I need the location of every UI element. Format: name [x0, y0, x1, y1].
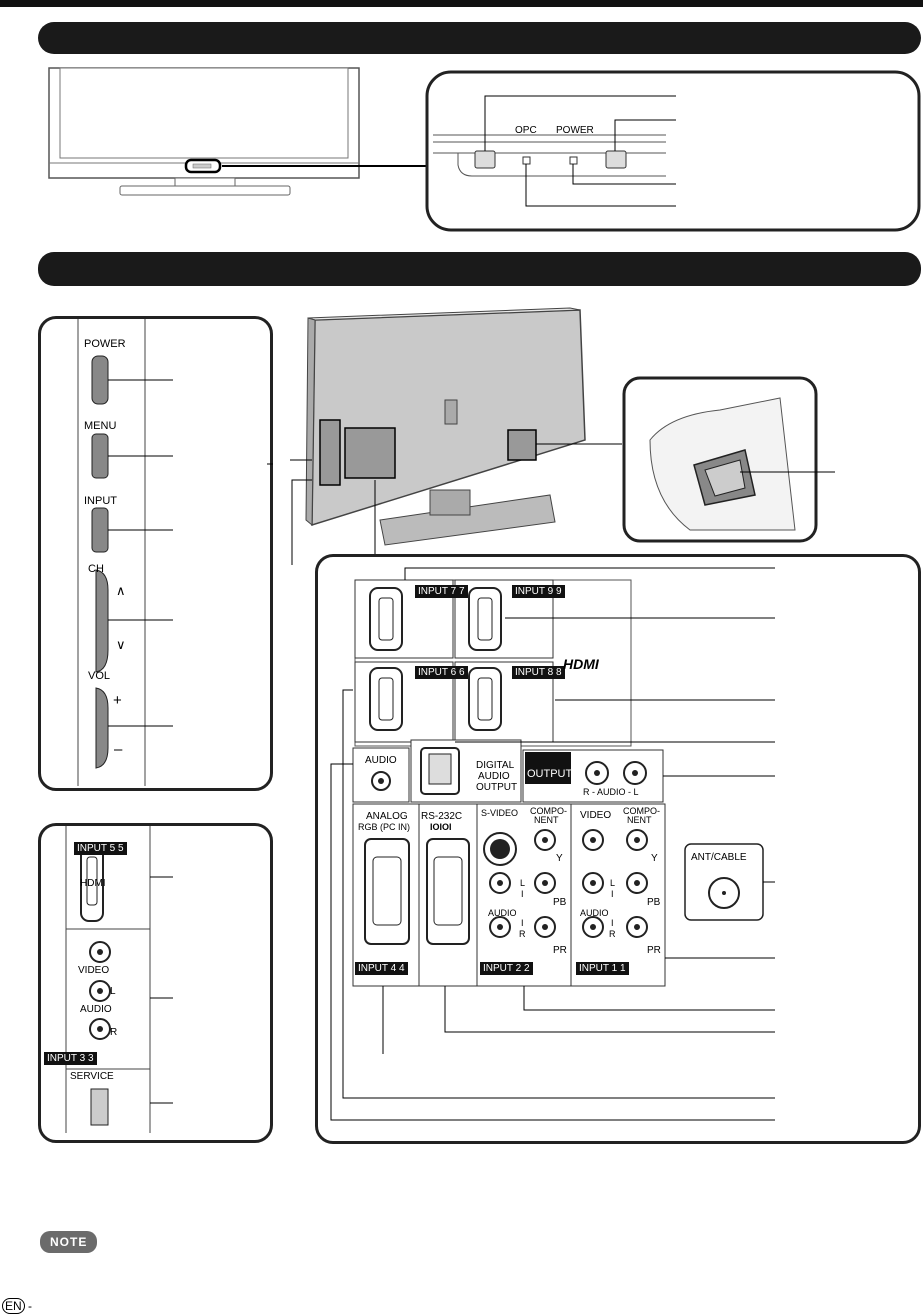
- ch-up-symbol: ∧: [116, 583, 126, 598]
- video-label-input1: VIDEO: [580, 810, 612, 821]
- analog-rgb-label-1: ANALOG: [366, 811, 408, 822]
- side-ch-label: CH: [88, 563, 104, 575]
- input2-audio-label: AUDIO: [488, 908, 517, 918]
- input1-r-label: R: [609, 929, 616, 939]
- front-view-diagram: [48, 67, 921, 232]
- side-terminals-drawing: [65, 826, 173, 1133]
- pb-label-a: PB: [553, 897, 567, 908]
- input1-l-label: L: [610, 878, 616, 888]
- note-badge: NOTE: [40, 1231, 98, 1253]
- side-power-button-label: POWER: [84, 338, 126, 350]
- component-label-a-2: NENT: [534, 815, 559, 825]
- power-indicator-label: POWER: [556, 125, 594, 136]
- side-hdmi-label: HDMI: [80, 878, 106, 889]
- rs232c-symbol: IOIOI: [430, 822, 452, 832]
- ant-cable-label: ANT/CABLE: [691, 852, 747, 863]
- language-mark: EN -: [2, 1298, 32, 1314]
- side-input-button-label: INPUT: [84, 495, 117, 507]
- input8-badge: INPUT 8 8: [512, 666, 565, 679]
- input9-badge: INPUT 9 9: [512, 585, 565, 598]
- input3-badge: INPUT 3 3: [44, 1052, 97, 1065]
- input2-badge: INPUT 2 2: [480, 962, 533, 975]
- side-buttons-panel: [38, 316, 273, 791]
- input1-audio-label: AUDIO: [580, 908, 609, 918]
- side-video-label: VIDEO: [78, 965, 110, 976]
- analog-rgb-label-2: RGB (PC IN): [358, 822, 411, 832]
- r-audio-l-label: R - AUDIO - L: [583, 787, 639, 797]
- digital-audio-output-label-2: AUDIO: [478, 771, 510, 782]
- ch-down-symbol: ∨: [116, 637, 126, 652]
- side-r-label: R: [110, 1027, 118, 1038]
- rear-audio-label: AUDIO: [365, 755, 397, 766]
- service-label: SERVICE: [70, 1071, 114, 1082]
- component-label-a-1: COMPO-: [530, 806, 567, 816]
- component-label-b-2: NENT: [627, 815, 652, 825]
- opc-label: OPC: [515, 125, 537, 136]
- pr-label-b: PR: [647, 945, 661, 956]
- pb-label-b: PB: [647, 897, 661, 908]
- input2-i-label-1: I: [521, 889, 524, 899]
- output-label: OUTPUT: [527, 768, 573, 780]
- vol-plus-symbol: +: [113, 692, 122, 709]
- input5-badge: INPUT 5 5: [74, 842, 127, 855]
- input2-r-label: R: [519, 929, 526, 939]
- section-bar-rear: [38, 252, 921, 286]
- side-l-label: L: [110, 986, 116, 997]
- input2-i-label-2: I: [521, 918, 524, 928]
- top-rule: [0, 0, 923, 7]
- input6-badge: INPUT 6 6: [415, 666, 468, 679]
- side-buttons-drawing: [77, 319, 273, 786]
- section-bar-front: [38, 22, 921, 54]
- rear-terminals-drawing: [330, 567, 775, 1121]
- input1-i-label-1: I: [611, 889, 614, 899]
- digital-audio-output-label-1: DIGITAL: [476, 760, 515, 771]
- input2-l-label: L: [520, 878, 526, 888]
- side-audio-label: AUDIO: [80, 1004, 112, 1015]
- hdmi-logo: HDMI: [563, 656, 599, 672]
- digital-audio-output-label-3: OUTPUT: [476, 782, 518, 793]
- rs232c-label: RS-232C: [421, 811, 463, 822]
- y-label-a: Y: [556, 853, 563, 864]
- s-video-label: S-VIDEO: [481, 808, 519, 818]
- pr-label-a: PR: [553, 945, 567, 956]
- input1-badge: INPUT 1 1: [576, 962, 629, 975]
- y-label-b: Y: [651, 853, 658, 864]
- side-terminals-panel: [38, 823, 273, 1143]
- side-menu-button-label: MENU: [84, 420, 117, 432]
- rear-view-diagram: [290, 307, 835, 565]
- input7-badge: INPUT 7 7: [415, 585, 468, 598]
- side-vol-label: VOL: [88, 670, 111, 682]
- input1-i-label-2: I: [611, 918, 614, 928]
- component-label-b-1: COMPO-: [623, 806, 660, 816]
- vol-minus-symbol: –: [114, 741, 123, 758]
- input4-badge: INPUT 4 4: [355, 962, 408, 975]
